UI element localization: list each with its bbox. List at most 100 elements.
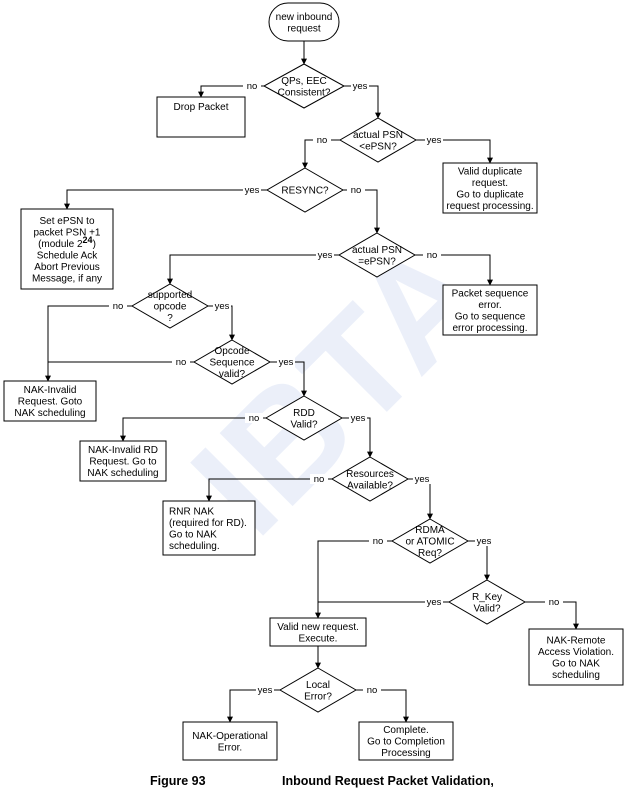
opcode-seq-text-0: Opcode — [214, 346, 249, 357]
figure-title: Inbound Request Packet Validation, — [282, 774, 494, 788]
complete-text-0: Complete. — [383, 725, 429, 736]
psn-equal-text-1: =ePSN? — [358, 256, 396, 267]
packet-seq-error-box — [442, 284, 538, 336]
label-rdd-no: no — [249, 413, 260, 424]
packet-seq-error-text-3: error processing. — [452, 323, 527, 334]
nak-invalid-text-0: NAK-Invalid — [24, 385, 77, 396]
psn-less-decision — [339, 117, 417, 163]
supported-opcode-text-0: supported — [148, 290, 192, 301]
rkey-valid-decision — [448, 579, 526, 625]
label-opcode-yes: yes — [279, 357, 294, 368]
set-epsn-text-0: Set ePSN to — [39, 216, 94, 227]
edge-rkey-no — [525, 601, 579, 630]
rdd-valid-text-1: Valid? — [290, 419, 317, 430]
supported-opcode-text-1: opcode — [154, 302, 187, 313]
rnr-nak-text-0: RNR NAK — [169, 506, 214, 517]
label-psneq-no: no — [427, 250, 438, 261]
edge-resources-yes — [408, 478, 433, 520]
complete-text-2: Processing — [381, 748, 430, 759]
label-rdma-no: no — [373, 536, 384, 547]
rnr-nak-text-1: (required for RD). — [169, 518, 247, 529]
complete-text-1: Go to Completion — [367, 737, 445, 748]
label-resources-no: no — [314, 474, 325, 485]
psn-equal-decision — [338, 232, 416, 278]
supported-opcode-text-2: ? — [167, 313, 173, 324]
opcode-seq-text-2: valid? — [219, 369, 246, 380]
complete-box — [358, 721, 454, 761]
set-epsn-close: ) — [93, 239, 96, 250]
edge-resync-yes — [64, 189, 267, 210]
rdd-valid-decision — [265, 395, 343, 441]
label-psnless-yes: yes — [427, 135, 442, 146]
start-text-1: request — [287, 23, 321, 34]
nak-remote-text-0: NAK-Remote — [547, 635, 606, 646]
valid-new-text-0: Valid new request. — [277, 622, 359, 633]
set-epsn-text-2: (module 224) — [38, 235, 96, 250]
local-error-text-1: Error? — [304, 691, 332, 702]
rdd-valid-text-0: RDD — [293, 408, 315, 419]
resources-text-1: Available? — [347, 480, 393, 491]
set-epsn-text-5: Message, if any — [32, 273, 102, 284]
nak-invalid-text-1: Request. Goto — [18, 397, 83, 408]
valid-duplicate-text-2: Go to duplicate — [456, 189, 524, 200]
set-epsn-text-4: Abort Previous — [34, 262, 100, 273]
label-rdma-yes: yes — [477, 536, 492, 547]
local-error-decision — [279, 667, 357, 713]
qps-eec-text-0: QPs, EEC — [281, 76, 327, 87]
nak-invalid-text-2: NAK scheduling — [14, 408, 85, 419]
packet-seq-error-text-2: Go to sequence — [455, 311, 526, 322]
label-opcode-no: no — [176, 357, 187, 368]
psn-equal-text-0: actual PSN — [352, 245, 402, 256]
resync-text-0: RESYNC? — [281, 186, 329, 197]
qps-eec-text-1: Consistent? — [278, 87, 331, 98]
rkey-valid-text-1: Valid? — [473, 603, 500, 614]
nak-invalid-rd-box — [79, 440, 167, 482]
label-resources-yes: yes — [415, 474, 430, 485]
nak-operational-box — [182, 721, 278, 761]
label-resync-no: no — [351, 185, 362, 196]
label-local-yes: yes — [258, 685, 273, 696]
set-epsn-box — [20, 208, 114, 290]
label-psneq-yes: yes — [318, 250, 333, 261]
nak-remote-text-3: scheduling — [552, 670, 600, 681]
edge-rdma-no — [315, 540, 392, 619]
label-rkey-yes: yes — [427, 597, 442, 608]
valid-duplicate-text-3: request processing. — [446, 201, 533, 212]
set-epsn-text-1: packet PSN +1 — [34, 227, 101, 238]
rdma-atomic-text-1: or ATOMIC — [405, 537, 454, 548]
rdma-atomic-decision — [391, 518, 469, 564]
nak-operational-text-1: Error. — [218, 742, 242, 753]
valid-duplicate-text-0: Valid duplicate — [458, 166, 523, 177]
valid-duplicate-text-1: request. — [472, 178, 508, 189]
figure-number: Figure 93 — [150, 774, 206, 788]
packet-seq-error-text-0: Packet sequence — [452, 288, 529, 299]
edge-rdd-no — [120, 417, 266, 442]
rnr-nak-text-3: scheduling. — [169, 541, 220, 552]
label-supported-no: no — [113, 301, 124, 312]
nak-remote-text-1: Access Violation. — [538, 647, 614, 658]
label-qps-no: no — [247, 81, 258, 92]
supported-opcode-decision — [131, 283, 209, 329]
label-psnless-no: no — [317, 135, 328, 146]
packet-seq-error-text-1: error. — [478, 300, 501, 311]
nak-remote-text-2: Go to NAK — [552, 658, 600, 669]
edge-resources-no — [206, 478, 332, 502]
nak-invalid-rd-text-1: Request. Go to — [89, 457, 157, 468]
drop-packet-box — [156, 96, 246, 138]
drop-packet-text-0: Drop Packet — [173, 102, 228, 113]
label-resync-yes: yes — [245, 185, 260, 196]
psn-less-text-1: <ePSN? — [359, 141, 397, 152]
qps-eec-decision — [262, 63, 346, 109]
edge-psneq-yes — [167, 254, 339, 285]
set-epsn-text-3: Schedule Ack — [37, 250, 99, 261]
rnr-nak-box — [162, 500, 256, 556]
local-error-text-0: Local — [306, 680, 330, 691]
opcode-seq-text-1: Sequence — [209, 358, 254, 369]
rdma-atomic-text-0: RDMA — [415, 525, 445, 536]
nak-invalid-box — [3, 380, 97, 422]
edge-supported-no — [45, 305, 132, 382]
rnr-nak-text-2: Go to NAK — [169, 529, 217, 540]
label-qps-yes: yes — [353, 81, 368, 92]
opcode-seq-decision — [193, 339, 271, 385]
nak-invalid-rd-text-0: NAK-Invalid RD — [88, 445, 158, 456]
